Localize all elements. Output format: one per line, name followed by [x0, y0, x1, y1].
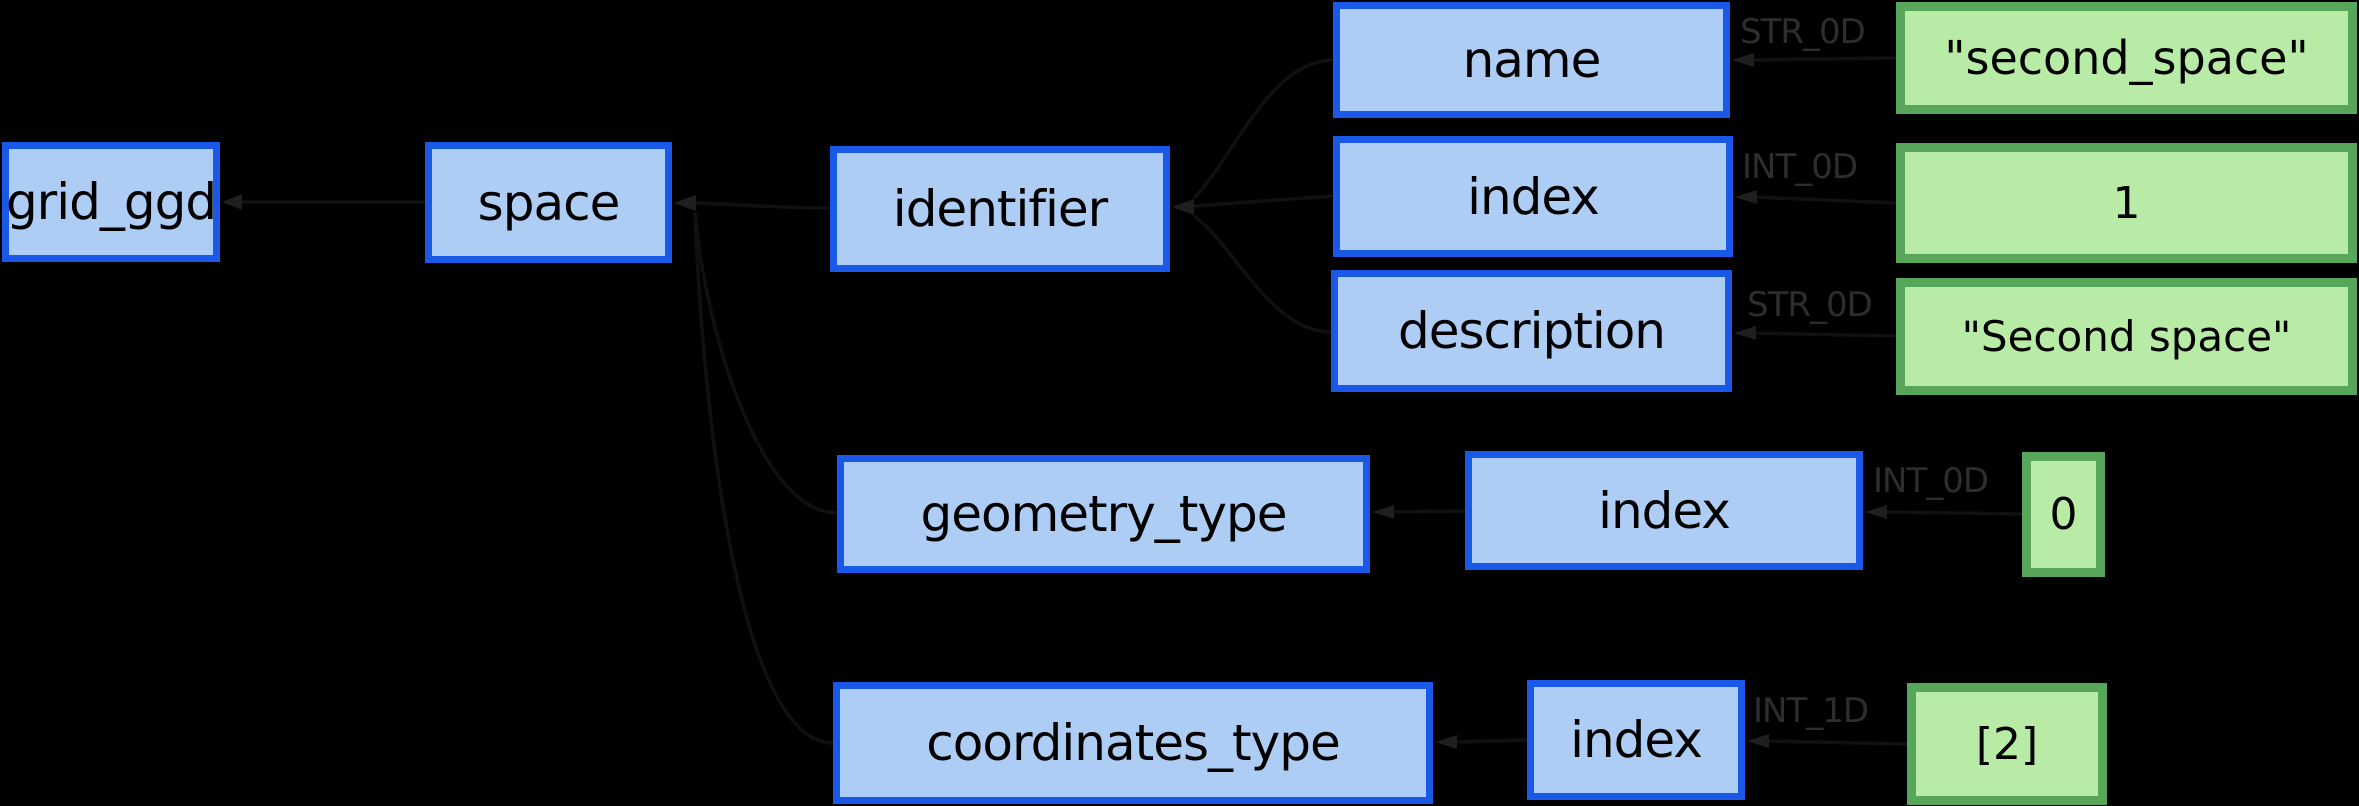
edge-index-value-1 — [1754, 195, 1897, 205]
value-description: "Second space" — [1896, 278, 2357, 395]
value-index-geometry-text: 0 — [2049, 489, 2078, 540]
edge-description-value — [1753, 331, 1897, 338]
arrowhead-coordinates-type — [1435, 735, 1457, 749]
edge-index-value-2 — [1766, 739, 1908, 746]
node-index-identifier: index — [1333, 136, 1733, 257]
value-name: "second_space" — [1896, 2, 2357, 114]
arrowhead-space — [674, 195, 696, 211]
edge-space-coordinates-type — [693, 213, 834, 745]
edge-geometry-type-index — [1391, 509, 1466, 514]
node-index-coordinates: index — [1527, 680, 1745, 800]
node-geometry-type: geometry_type — [837, 455, 1370, 573]
edge-identifier-description — [1192, 214, 1332, 334]
node-space: space — [425, 142, 672, 263]
value-index-coordinates-text: [2] — [1975, 718, 2039, 770]
node-index-coordinates-label: index — [1570, 711, 1703, 769]
edge-type-label-description: STR_0D — [1747, 285, 1873, 325]
node-identifier: identifier — [830, 146, 1170, 272]
edge-type-label-index-geometry: INT_0D — [1873, 461, 1989, 501]
edge-type-label-index-coordinates: INT_1D — [1753, 691, 1869, 731]
value-description-text: "Second space" — [1961, 312, 2292, 361]
value-name-text: "second_space" — [1944, 31, 2309, 85]
node-description-label: description — [1397, 302, 1666, 360]
edge-space-identifier — [695, 201, 831, 210]
arrowhead-index-2 — [1747, 734, 1769, 748]
node-coordinates-type-label: coordinates_type — [926, 714, 1340, 772]
arrowhead-index-0 — [1865, 505, 1887, 519]
value-index-geometry: 0 — [2022, 452, 2105, 577]
node-grid-ggd: grid_ggd — [2, 142, 220, 262]
value-index-coordinates: [2] — [1907, 683, 2107, 805]
arrowhead-index-1 — [1735, 190, 1757, 204]
arrowhead-grid-ggd — [222, 194, 242, 210]
edge-coordinates-type-index — [1454, 738, 1528, 744]
edge-identifier-index — [1193, 194, 1334, 208]
arrowhead-description — [1734, 326, 1756, 340]
edge-index-value-0 — [1884, 510, 2023, 516]
value-index-identifier-text: 1 — [2112, 177, 2141, 229]
node-coordinates-type: coordinates_type — [833, 682, 1433, 804]
edge-identifier-name — [1192, 58, 1334, 200]
node-index-geometry-label: index — [1598, 481, 1731, 540]
edge-space-geometry-type — [693, 211, 838, 515]
node-description: description — [1331, 270, 1732, 392]
arrowhead-geometry-type — [1372, 505, 1394, 519]
node-name: name — [1333, 2, 1730, 118]
node-space-label: space — [477, 173, 621, 232]
arrowhead-name — [1732, 53, 1754, 67]
node-geometry-type-label: geometry_type — [920, 485, 1287, 543]
node-identifier-label: identifier — [892, 180, 1108, 238]
node-index-identifier-label: index — [1467, 167, 1600, 226]
arrowhead-identifier — [1172, 199, 1194, 215]
edge-name-value — [1751, 56, 1897, 62]
node-index-geometry: index — [1465, 451, 1863, 570]
node-name-label: name — [1462, 31, 1602, 89]
node-grid-ggd-label: grid_ggd — [5, 173, 217, 231]
edge-type-label-index-identifier: INT_0D — [1742, 147, 1858, 187]
value-index-identifier: 1 — [1896, 143, 2357, 263]
edge-type-label-name: STR_0D — [1740, 12, 1866, 52]
